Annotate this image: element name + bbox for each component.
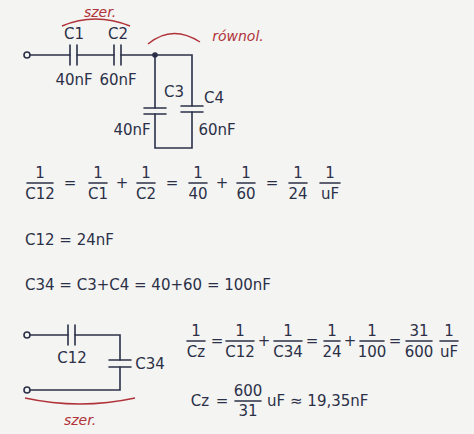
- equation-term: uF: [440, 345, 458, 360]
- capacitor-symbol: [70, 45, 77, 65]
- component-label: C1: [64, 27, 84, 42]
- equation-term: C34: [273, 345, 303, 360]
- component-label: C3: [164, 85, 184, 100]
- component-label: 40nF: [55, 73, 92, 88]
- equation-term: 1: [241, 166, 251, 181]
- capacitor-symbol: [114, 45, 121, 65]
- equation-term: 1: [93, 166, 103, 181]
- equation-term: Cz: [187, 345, 205, 360]
- equation-term: 24: [288, 187, 307, 202]
- annotation-note: równol.: [212, 29, 264, 43]
- equation-term: +: [116, 176, 129, 191]
- equation-term: 1: [35, 166, 45, 181]
- equation-term: 1: [141, 166, 151, 181]
- capacitor-symbol: [144, 108, 166, 114]
- capacitor-symbol: [181, 106, 203, 112]
- equation-term: =: [211, 334, 224, 349]
- junction-dot: [153, 53, 157, 57]
- equation-term: C12 = 24nF: [25, 233, 114, 248]
- equation-term: 1: [325, 166, 335, 181]
- component-label: C34: [135, 357, 165, 372]
- equation-term: C34 = C3+C4 = 40+60 = 100nF: [25, 278, 271, 293]
- equation-term: 1: [191, 324, 201, 339]
- equation-term: uF: [321, 187, 339, 202]
- equation-term: =: [306, 334, 319, 349]
- terminal: [24, 387, 30, 393]
- equation-term: 1: [444, 324, 454, 339]
- component-label: C12: [57, 351, 87, 366]
- component-label: 60nF: [99, 73, 136, 88]
- annotation-note: szer.: [64, 413, 96, 427]
- capacitor-symbol: [109, 360, 131, 367]
- equation-term: 100: [358, 345, 387, 360]
- equation-term: +: [344, 334, 357, 349]
- equation-term: 31: [238, 404, 257, 419]
- equation-term: =: [64, 176, 77, 191]
- equation-term: 1: [367, 324, 377, 339]
- equation-term: 31: [409, 324, 428, 339]
- equation-term: =: [266, 176, 279, 191]
- equation-term: C2: [136, 187, 156, 202]
- bracket: [25, 398, 135, 404]
- component-label: C2: [108, 27, 128, 42]
- equation-term: 600: [234, 384, 263, 399]
- equation-term: C12: [225, 345, 255, 360]
- equation-term: uF: [267, 394, 285, 409]
- terminal: [24, 52, 30, 58]
- equation-term: Cz: [191, 394, 209, 409]
- equation-term: =: [216, 394, 229, 409]
- equation-term: 1: [283, 324, 293, 339]
- equation-term: +: [216, 176, 229, 191]
- equation-term: +: [258, 334, 271, 349]
- equation-term: 40: [188, 187, 207, 202]
- bracket: [148, 33, 200, 44]
- equation-term: =: [389, 334, 402, 349]
- equation-term: 1: [193, 166, 203, 181]
- capacitor-symbol: [68, 325, 75, 345]
- equation-term: 24: [322, 345, 341, 360]
- equation-term: 1: [327, 324, 337, 339]
- fraction-bar: [187, 341, 458, 401]
- equation-term: =: [166, 176, 179, 191]
- bracket: [62, 19, 130, 26]
- equation-term: ≈ 19,35nF: [290, 394, 368, 409]
- equation-term: 600: [405, 345, 434, 360]
- terminal: [24, 332, 30, 338]
- equation-term: 1: [293, 166, 303, 181]
- component-label: C4: [204, 91, 224, 106]
- wire: [30, 55, 192, 148]
- equation-term: 60: [236, 187, 255, 202]
- annotation-note: szer.: [84, 5, 116, 19]
- equation-term: C1: [88, 187, 108, 202]
- equation-term: 1: [235, 324, 245, 339]
- component-label: 40nF: [113, 123, 150, 138]
- component-label: 60nF: [198, 123, 235, 138]
- equation-term: C12: [25, 187, 55, 202]
